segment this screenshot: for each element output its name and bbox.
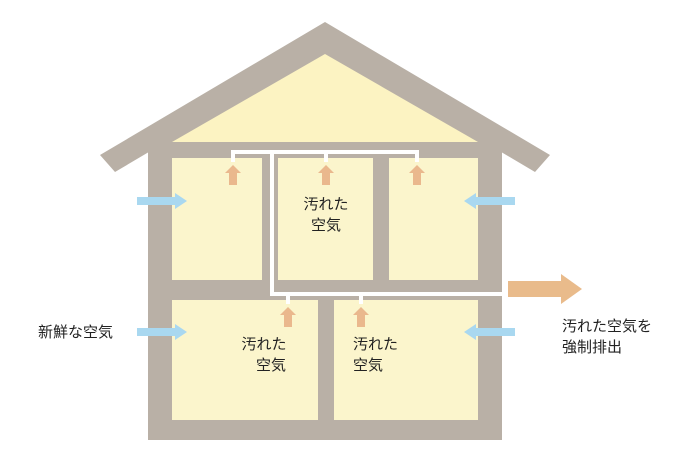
dirty-air-arrow-2 xyxy=(318,165,334,185)
exhaust-duct xyxy=(231,150,502,304)
fresh-air-arrow-upper-left xyxy=(137,193,187,209)
fresh-air-arrow-lower-left xyxy=(137,324,187,340)
exhaust-label: 汚れた空気を 強制排出 xyxy=(562,317,653,356)
room-upper-left xyxy=(172,158,262,280)
dirty-air-arrow-5 xyxy=(353,307,369,327)
fresh-air-arrow-lower-right xyxy=(464,324,515,340)
lower-right-room-label: 汚れた 空気 xyxy=(353,335,399,374)
room-upper-right xyxy=(389,158,478,280)
fresh-air-label: 新鮮な空気 xyxy=(38,323,114,341)
upper-center-room-label: 汚れた 空気 xyxy=(303,195,349,234)
fresh-air-arrow-upper-right xyxy=(464,193,515,209)
dirty-air-arrow-1 xyxy=(225,165,241,185)
lower-left-room-label: 汚れた 空気 xyxy=(241,335,287,374)
room-lower-left xyxy=(172,300,318,420)
attic xyxy=(172,54,478,142)
dirty-air-arrow-3 xyxy=(409,165,425,185)
dirty-air-arrow-4 xyxy=(280,307,296,327)
exhaust-arrow xyxy=(508,274,582,304)
